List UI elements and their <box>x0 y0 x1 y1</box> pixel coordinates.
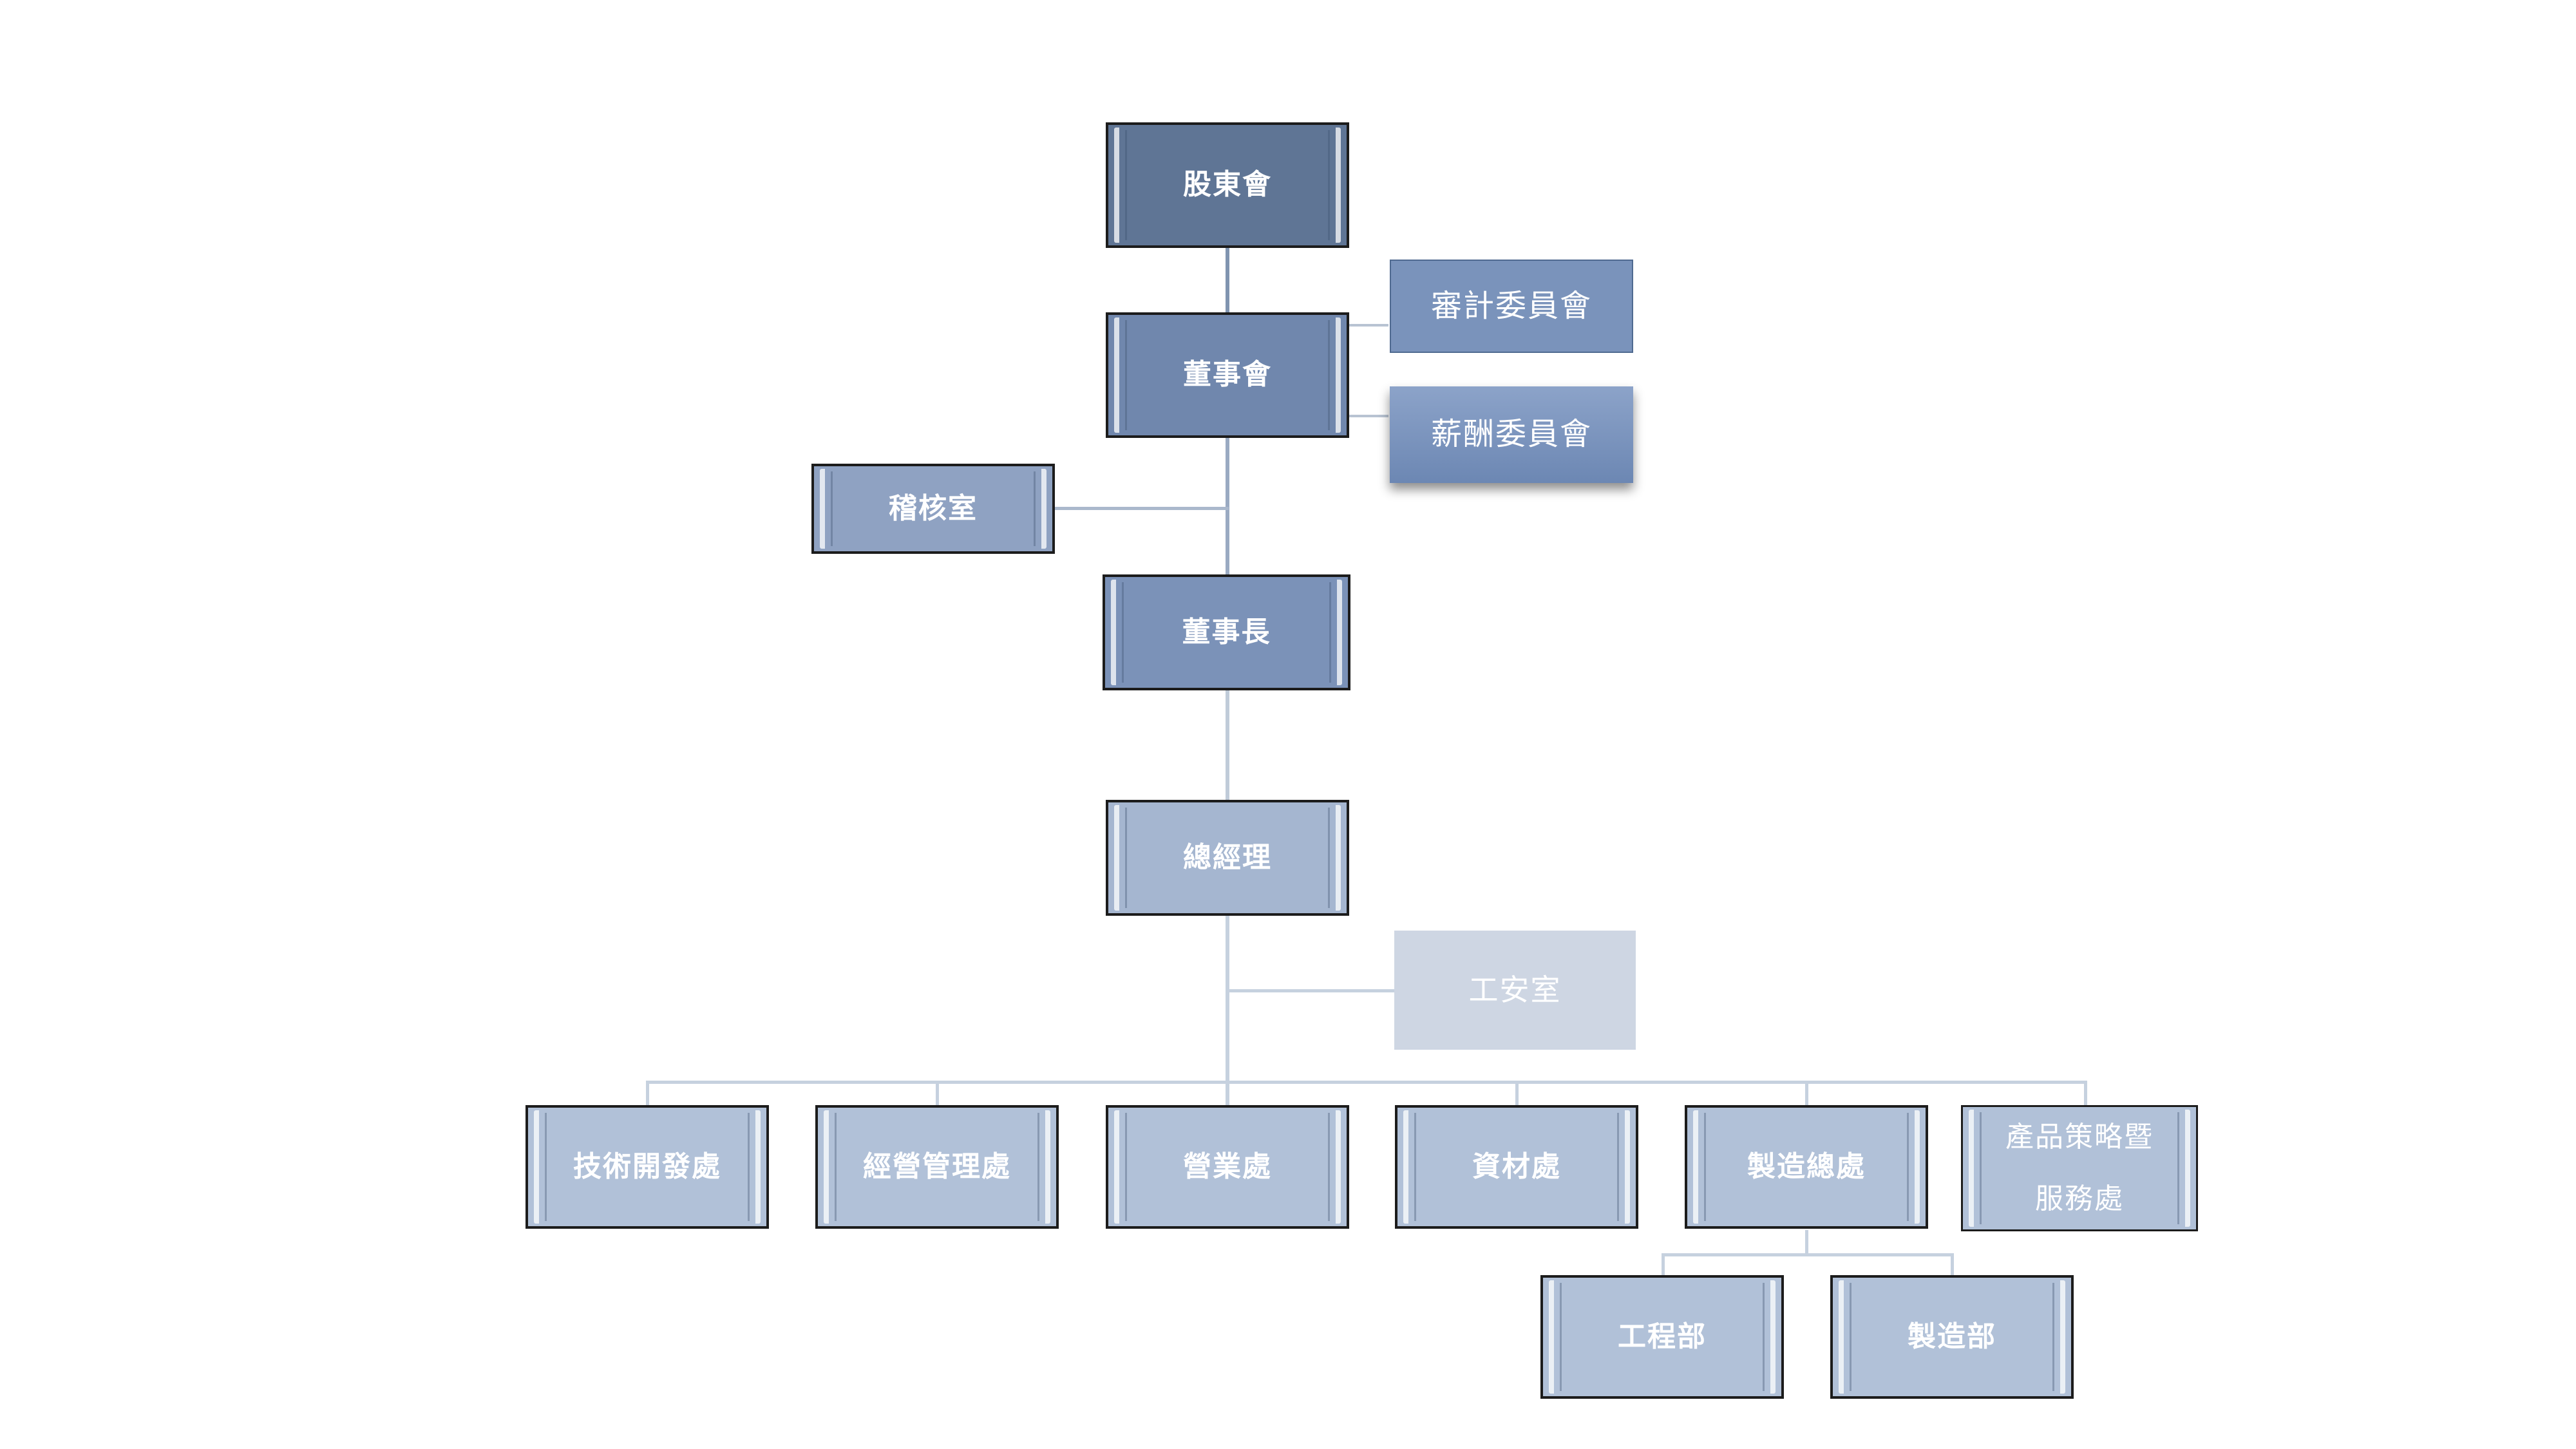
department-box-3: 營業處 <box>1106 1105 1349 1229</box>
product-strategy-label-line2: 服務處 <box>2035 1182 2124 1215</box>
drop-4 <box>1515 1081 1519 1108</box>
general-manager-label: 總經理 <box>1183 840 1272 874</box>
department-label-4: 資材處 <box>1472 1150 1561 1183</box>
connector-shareholders-board <box>1226 248 1229 316</box>
product-strategy-label-line1: 產品策略暨 <box>2005 1121 2154 1153</box>
audit-committee-label: 審計委員會 <box>1430 287 1592 324</box>
drop-5 <box>1805 1081 1808 1108</box>
department-box-4: 資材處 <box>1395 1105 1638 1229</box>
connector-safety-office <box>1226 989 1394 992</box>
department-label-5: 製造總處 <box>1747 1150 1866 1183</box>
engineering-label: 工程部 <box>1618 1320 1707 1353</box>
drop-engineering <box>1662 1253 1665 1279</box>
remuneration-committee-box: 薪酬委員會 <box>1390 386 1633 483</box>
engineering-box: 工程部 <box>1540 1275 1784 1399</box>
connector-departments-horizontal <box>646 1081 2087 1084</box>
department-box-1: 技術開發處 <box>526 1105 769 1229</box>
department-label-1: 技術開發處 <box>573 1150 721 1183</box>
chairman-box: 董事長 <box>1103 574 1350 690</box>
connector-remuneration-committee <box>1346 415 1388 417</box>
audit-office-box: 稽核室 <box>811 464 1055 554</box>
department-label-2: 經營管理處 <box>863 1150 1011 1183</box>
remuneration-committee-label: 薪酬委員會 <box>1430 416 1592 453</box>
board-box: 董事會 <box>1106 312 1349 438</box>
connector-gm-departments <box>1226 914 1229 1108</box>
connector-chairman-gm <box>1226 690 1229 800</box>
drop-2 <box>936 1081 939 1108</box>
general-manager-box: 總經理 <box>1106 800 1349 916</box>
shareholders-box: 股東會 <box>1106 122 1349 248</box>
chairman-label: 董事長 <box>1182 615 1271 649</box>
audit-office-label: 稽核室 <box>889 491 978 525</box>
department-box-2: 經營管理處 <box>815 1105 1059 1229</box>
safety-office-box: 工安室 <box>1394 931 1636 1050</box>
product-strategy-box: 產品策略暨 服務處 <box>1961 1105 2198 1231</box>
drop-manufacturing <box>1951 1253 1954 1279</box>
drop-1 <box>646 1081 649 1108</box>
audit-committee-box: 審計委員會 <box>1390 260 1633 353</box>
connector-mfg-horizontal <box>1662 1253 1954 1256</box>
manufacturing-box: 製造部 <box>1830 1275 2074 1399</box>
connector-mfg-down <box>1805 1230 1808 1256</box>
connector-audit-office <box>1055 507 1229 510</box>
safety-office-label: 工安室 <box>1468 972 1562 1007</box>
department-box-5: 製造總處 <box>1685 1105 1928 1229</box>
shareholders-label: 股東會 <box>1183 168 1272 202</box>
drop-6 <box>2084 1081 2087 1108</box>
connector-audit-committee <box>1346 324 1388 327</box>
board-label: 董事會 <box>1183 358 1272 392</box>
manufacturing-label: 製造部 <box>1908 1320 1996 1353</box>
department-label-3: 營業處 <box>1183 1150 1272 1183</box>
